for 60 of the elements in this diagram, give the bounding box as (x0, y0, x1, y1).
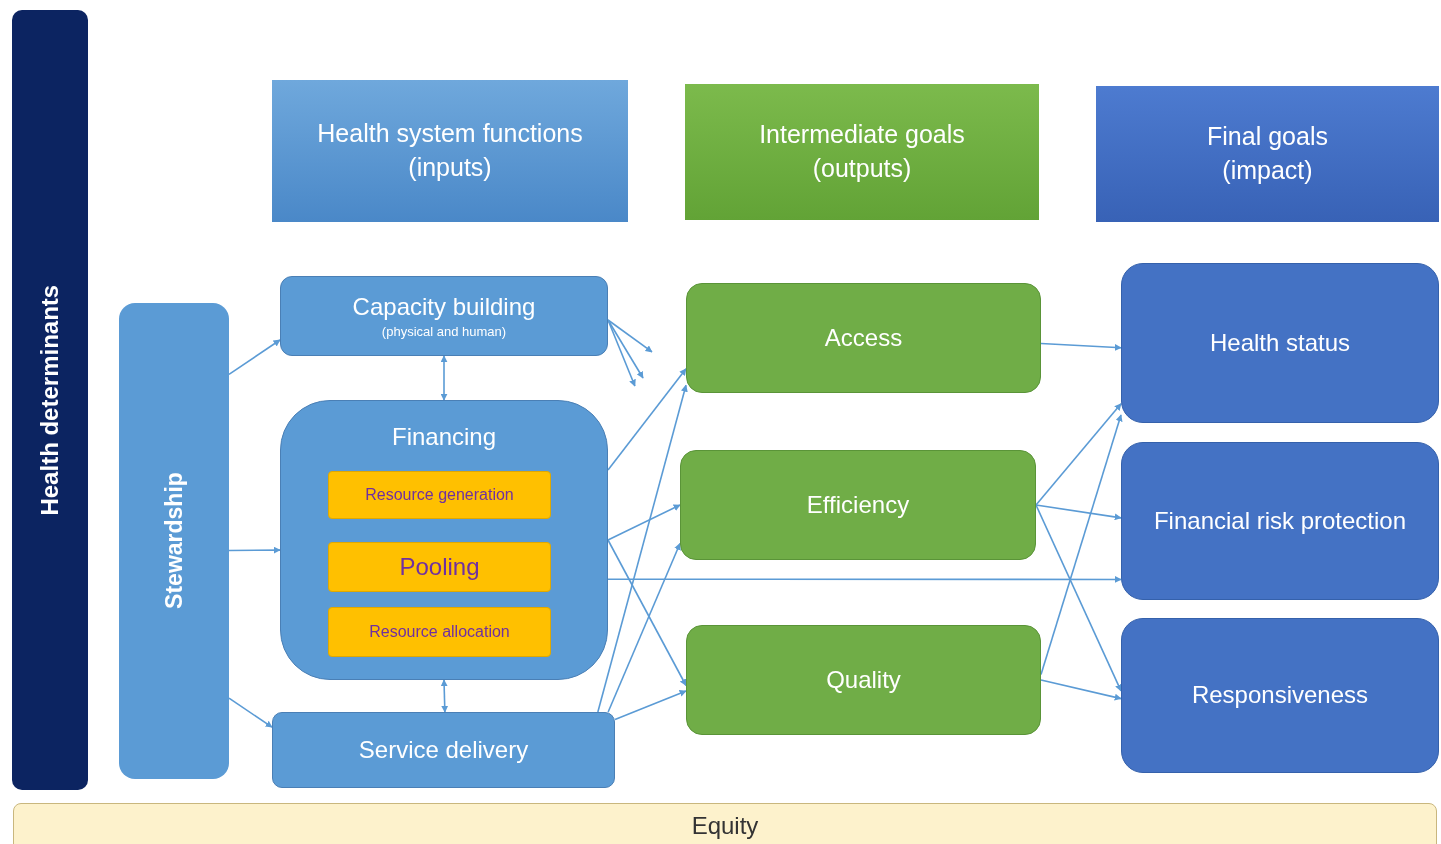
box-label: Intermediate goals (758, 119, 966, 151)
arrow (607, 504, 681, 541)
box-label: Stewardship (159, 471, 188, 612)
arrow (1040, 342, 1122, 351)
box-label: Financial risk protection (1152, 505, 1408, 536)
arrow (440, 355, 448, 401)
box-label: Resource allocation (368, 622, 511, 643)
box-label: Resource generation (364, 485, 515, 506)
box-label: Equity (690, 811, 760, 841)
arrow (607, 319, 644, 379)
arrow (440, 679, 449, 713)
box-label: Health determinants (34, 283, 64, 518)
arrow (228, 546, 281, 554)
process-box (272, 712, 615, 788)
box-label: Access (823, 322, 904, 353)
box-sublabel: (impact) (1221, 155, 1314, 186)
box-sublabel: (physical and human) (380, 323, 508, 341)
arrow (614, 690, 687, 721)
arrow (1035, 504, 1122, 692)
column-header (272, 80, 628, 222)
goal-box (1121, 442, 1439, 600)
arrow (228, 339, 281, 376)
box-label: Financing (390, 422, 498, 452)
box-label: Final goals (1206, 121, 1329, 153)
process-box (328, 607, 551, 657)
goal-box (686, 625, 1041, 735)
process-box (280, 276, 608, 356)
banner-bar (13, 803, 1437, 844)
arrow (607, 575, 1122, 583)
goal-box (680, 450, 1036, 560)
process-box (119, 303, 229, 779)
box-label: Responsiveness (1190, 680, 1370, 711)
group-box (280, 400, 608, 680)
goal-box (1121, 263, 1439, 423)
arrow (1040, 414, 1123, 676)
process-box (328, 471, 551, 519)
box-sublabel: (inputs) (407, 152, 493, 183)
box-label: Service delivery (357, 734, 530, 765)
arrow (607, 319, 653, 353)
box-label: Health status (1208, 327, 1352, 358)
goal-box (686, 283, 1041, 393)
arrow (607, 542, 681, 713)
arrow (607, 368, 687, 471)
process-box (328, 542, 551, 592)
column-header (1096, 86, 1439, 222)
box-sublabel: (outputs) (811, 153, 913, 184)
box-label: Pooling (398, 551, 481, 582)
vertical-bar (12, 10, 88, 790)
column-header (685, 84, 1039, 220)
box-label: Capacity building (351, 292, 537, 323)
box-label: Quality (825, 664, 902, 695)
arrow (597, 384, 688, 713)
goal-box (1121, 618, 1439, 773)
arrow (228, 697, 273, 728)
arrow (607, 539, 687, 687)
arrow (1035, 403, 1122, 506)
arrow (1035, 504, 1122, 521)
arrow (1040, 679, 1122, 701)
box-label: Health system functions (316, 118, 584, 150)
box-label: Efficiency (805, 489, 911, 520)
